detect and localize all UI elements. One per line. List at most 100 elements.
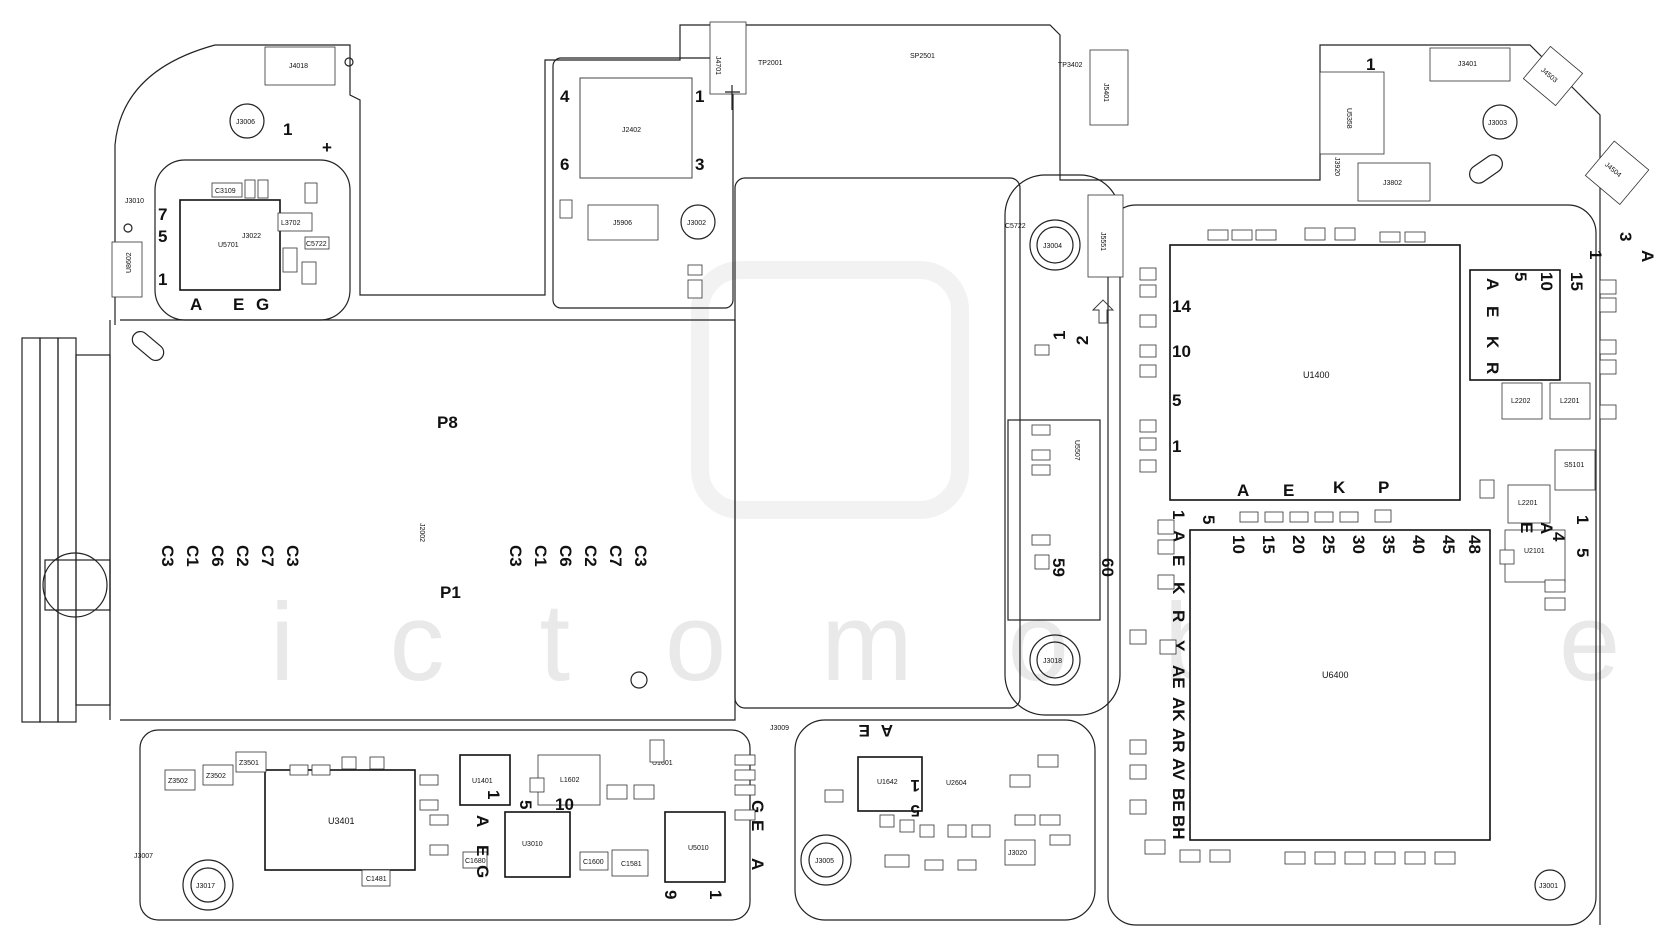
connector-j5551: J5551: [1087, 194, 1124, 278]
svg-text:C6: C6: [556, 545, 575, 567]
label-u5507: U5507: [1073, 440, 1080, 461]
cap-c1581: C1581: [611, 849, 649, 877]
svg-text:U6400: U6400: [1322, 670, 1349, 680]
svg-text:C6: C6: [208, 545, 227, 567]
hole-small: [630, 671, 648, 689]
svg-text:J3022: J3022: [242, 233, 261, 240]
chip-u3401: U3401: [264, 769, 416, 871]
svg-text:U3401: U3401: [328, 816, 355, 826]
svg-text:C3: C3: [631, 545, 650, 567]
svg-text:C5722: C5722: [306, 241, 327, 248]
svg-text:C1: C1: [183, 545, 202, 567]
connector-j3401: J3401: [1429, 47, 1511, 82]
svg-text:1: 1: [1586, 250, 1605, 259]
u1400-row-10: 10: [1172, 342, 1191, 361]
svg-text:C7: C7: [606, 545, 625, 567]
u5701-smd-parts: C3109 L3702 C5722: [211, 179, 330, 285]
label-sp2501: SP2501: [910, 53, 935, 60]
label-j3920: J3920: [1333, 157, 1340, 176]
svg-text:K: K: [1333, 478, 1346, 497]
svg-text:U5358: U5358: [1345, 108, 1352, 129]
hole-j3005: J3005: [800, 834, 852, 886]
svg-text:E: E: [748, 820, 767, 831]
arrow-label-1: 1: [1050, 331, 1069, 340]
label-tp3402: TP3402: [1058, 62, 1083, 69]
svg-text:35: 35: [1379, 535, 1398, 554]
svg-text:C1481: C1481: [366, 876, 387, 883]
svg-text:Z3502: Z3502: [206, 773, 226, 780]
svg-text:3: 3: [695, 155, 704, 174]
svg-text:R: R: [1483, 362, 1502, 374]
svg-text:E: E: [859, 721, 870, 740]
connector-j5401: J5401: [1089, 49, 1129, 126]
svg-text:15: 15: [1259, 535, 1278, 554]
svg-text:1: 1: [706, 890, 725, 899]
svg-text:J3006: J3006: [236, 119, 255, 126]
svg-text:1: 1: [1573, 515, 1592, 524]
hole-j3004: J3004: [1029, 219, 1081, 271]
svg-text:1: 1: [158, 270, 167, 289]
svg-text:L2202: L2202: [1511, 398, 1531, 405]
u5701-pin-labels: 7 5 1 A E G: [158, 205, 269, 314]
hole-j3002: J3002: [680, 204, 716, 240]
svg-text:C1581: C1581: [621, 861, 642, 868]
svg-text:4: 4: [560, 87, 570, 106]
u6400-pin1: 1: [1169, 510, 1188, 519]
svg-text:7: 7: [158, 205, 167, 224]
connector-u5358: U5358: [1319, 71, 1385, 155]
svg-text:L1602: L1602: [560, 777, 580, 784]
svg-text:20: 20: [1289, 535, 1308, 554]
part-s5101: S5101: [1554, 449, 1596, 491]
svg-text:C7: C7: [258, 545, 277, 567]
svg-text:A: A: [1483, 278, 1502, 290]
svg-text:E: E: [1483, 306, 1502, 317]
svg-text:J3018: J3018: [1043, 658, 1062, 665]
label-59: 59: [1049, 558, 1068, 577]
connector-j4018: J4018: [264, 46, 336, 86]
svg-text:C3109: C3109: [215, 188, 236, 195]
svg-text:C1: C1: [531, 545, 550, 567]
inductor-l2201b: L2201: [1507, 484, 1551, 524]
svg-text:L3702: L3702: [281, 220, 301, 227]
u6400-cols: 5 10 15 20 25 30 35 40 45 48: [1199, 515, 1484, 554]
svg-text:45: 45: [1439, 535, 1458, 554]
svg-text:5: 5: [1511, 272, 1530, 281]
svg-text:C2: C2: [233, 545, 252, 567]
svg-text:10: 10: [1229, 535, 1248, 554]
svg-text:AE: AE: [1169, 665, 1188, 689]
svg-text:E: E: [1169, 555, 1188, 566]
svg-text:Z3501: Z3501: [239, 760, 259, 767]
plus-icon: +: [322, 138, 332, 157]
svg-text:A: A: [190, 295, 202, 314]
svg-text:R: R: [1169, 610, 1188, 622]
connector-u8602: U8602: [111, 241, 143, 298]
svg-text:P: P: [1378, 478, 1389, 497]
hole-j3001: J3001: [1534, 869, 1566, 901]
slot-hole: [1469, 154, 1503, 184]
svg-text:C3: C3: [506, 545, 525, 567]
svg-text:C2: C2: [581, 545, 600, 567]
cap-c1680: C1680: [462, 851, 488, 869]
svg-text:C3: C3: [158, 545, 177, 567]
svg-text:U8602: U8602: [126, 252, 133, 273]
svg-text:G: G: [473, 865, 492, 878]
hole-j3006: J3006: [229, 103, 265, 139]
svg-text:5: 5: [1199, 515, 1218, 524]
part-z3502b: Z3502: [202, 764, 234, 786]
svg-text:A: A: [881, 721, 893, 740]
u3d-cols: 5 10 15: [1511, 272, 1586, 291]
svg-text:J3802: J3802: [1383, 180, 1402, 187]
svg-text:5: 5: [158, 227, 167, 246]
label-j3009: J3009: [770, 725, 789, 732]
svg-text:BH: BH: [1169, 815, 1188, 840]
label-60: 60: [1098, 558, 1117, 577]
svg-text:A: A: [1237, 481, 1249, 500]
u1400-row-5: 5: [1172, 391, 1181, 410]
svg-text:5: 5: [516, 800, 535, 809]
connector-j4503: J4503: [1522, 45, 1584, 107]
label-p8: P8: [437, 413, 458, 432]
watermark-logo: [691, 261, 969, 519]
label-j3010: J3010: [125, 198, 144, 205]
svg-text:E: E: [473, 845, 492, 856]
svg-text:J5906: J5906: [613, 220, 632, 227]
